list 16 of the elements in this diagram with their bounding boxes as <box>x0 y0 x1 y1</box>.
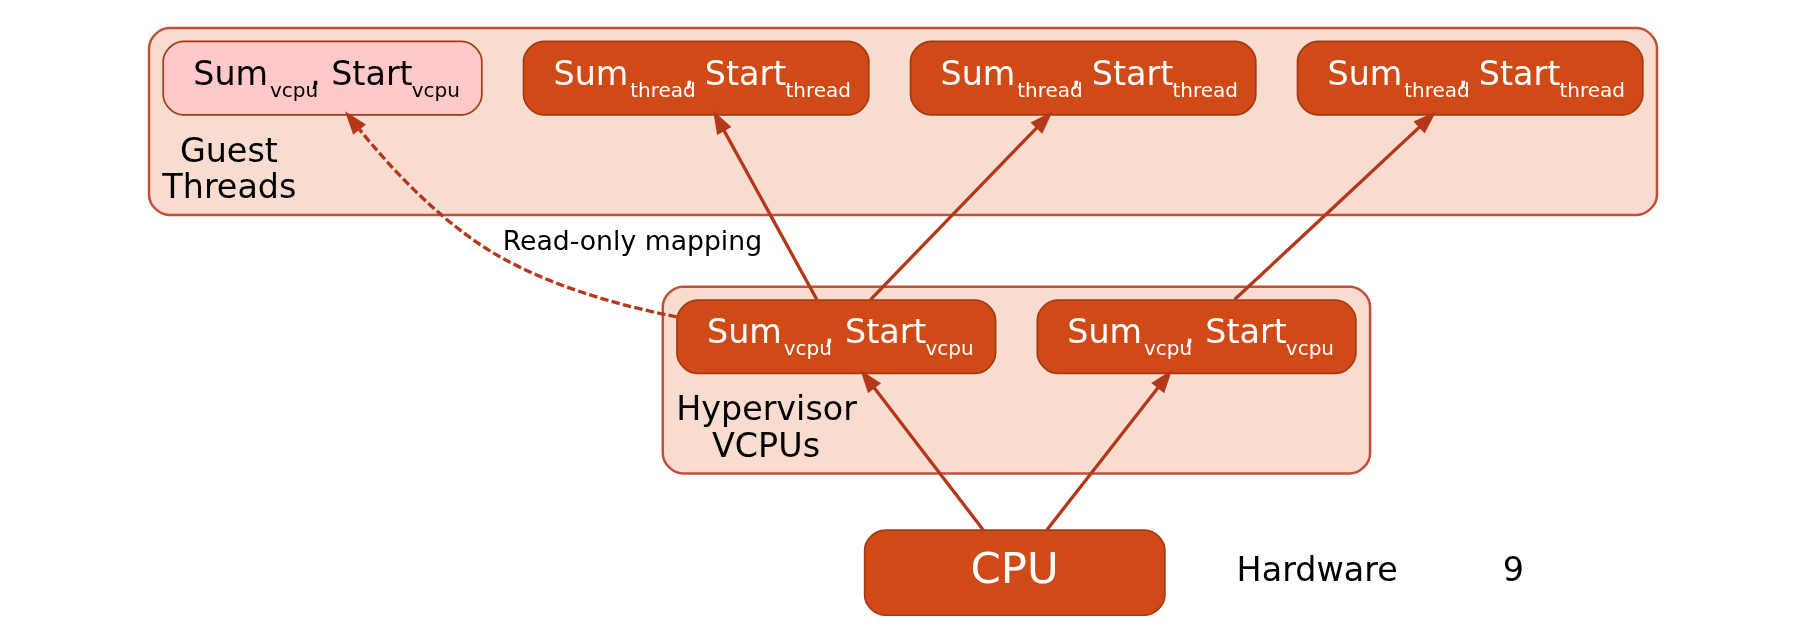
arrow <box>713 110 819 301</box>
arrow <box>345 111 677 319</box>
arrow <box>869 111 1053 301</box>
node-box: Sum$_{thread}$, Start$_{thread}$ <box>909 40 1257 116</box>
node-box: Sum$_{vcpu}$, Start$_{vcpu}$ <box>676 299 997 375</box>
label: 9 <box>1502 550 1524 590</box>
arrow <box>860 369 985 531</box>
node-box: Sum$_{thread}$, Start$_{thread}$ <box>1296 40 1644 116</box>
node-box: Sum$_{vcpu}$, Start$_{vcpu}$ <box>162 40 483 116</box>
label: Hardware <box>1236 550 1398 590</box>
edge-label: Read-only mapping <box>502 224 763 256</box>
node-box: Sum$_{thread}$, Start$_{thread}$ <box>522 40 870 116</box>
arrow <box>1233 111 1437 301</box>
arrow <box>1045 369 1173 531</box>
node-box: CPU <box>863 529 1166 617</box>
node-box: Sum$_{vcpu}$, Start$_{vcpu}$ <box>1036 299 1357 375</box>
